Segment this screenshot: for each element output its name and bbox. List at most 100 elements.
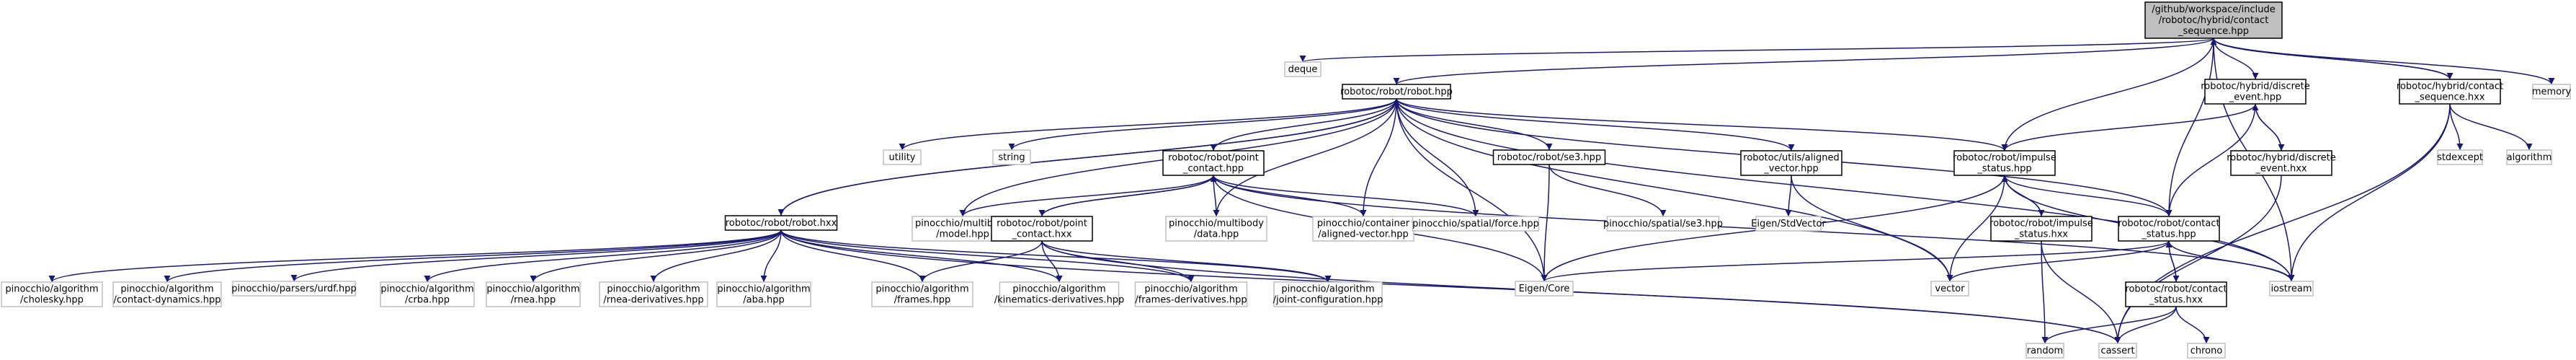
node-label-line: Eigen/StdVector [1751, 219, 1826, 229]
edge-robot_hxx-to-pin_crba [424, 229, 782, 283]
edge-point_contact_hxx-to-pin_joint_config [1041, 240, 1332, 283]
node-label-line: iostream [2270, 284, 2312, 294]
edge-robot_hpp-to-pin_force [1396, 98, 1479, 217]
edge-contact_seq_hxx-to-stdexcept [2449, 103, 2464, 151]
edge-group [2288, 103, 2451, 282]
node-pin-frames: pinocchio/algorithm/frames.hpp [871, 281, 973, 307]
node-deque: deque [1284, 61, 1322, 77]
edge-root-to-memory [2213, 38, 2555, 85]
node-root[interactable]: /github/workspace/include/robotoc/hybrid… [2144, 1, 2283, 39]
edge-contact_seq_hxx-to-iostream [2288, 103, 2451, 282]
node-box [1165, 216, 1267, 242]
node-eigen-core: Eigen/Core [1515, 281, 1574, 297]
edge-group [2001, 103, 2256, 152]
edge-discrete_event_hpp-to-impulse_status_hpp [2001, 103, 2256, 152]
node-box [2532, 84, 2571, 100]
node-pin-rnea-deriv: pinocchio/algorithm/rnea-derivatives.hpp [599, 281, 708, 307]
edge-robot_hxx-to-pin_cholesky [48, 229, 782, 283]
edge-group [2114, 175, 2282, 344]
node-impulse-status-hpp[interactable]: robotoc/robot/impulse_status.hpp [1953, 150, 2056, 176]
edge-group [2004, 175, 2172, 217]
node-box [2118, 216, 2220, 242]
node-box [2269, 281, 2314, 297]
edge-group [760, 229, 782, 283]
node-box [2144, 1, 2283, 39]
node-label-line: robotoc/robot/impulse [1989, 219, 2093, 229]
node-impulse-status-hxx[interactable]: robotoc/robot/impulse_status.hxx [1989, 216, 2093, 242]
node-label-line: pinocchio/algorithm [5, 284, 98, 295]
node-box [1273, 281, 1383, 307]
edge-robot_hpp-to-aligned_vector_hpp [1396, 98, 1795, 152]
node-label-line: /kinematics-derivatives.hpp [994, 295, 1125, 306]
node-box [871, 281, 973, 307]
node-string: string [992, 149, 1031, 165]
edge-point_contact_hxx-to-pin_frames [919, 240, 1043, 283]
node-label-line: cassert [2100, 346, 2134, 356]
node-label-line: _vector.hpp [1763, 164, 1818, 175]
node-memory: memory [2532, 84, 2571, 100]
edge-robot_hxx-to-pin_contact_dyn [164, 229, 782, 283]
edge-robot_hpp-to-vector [1396, 98, 1953, 282]
node-label-line: _status.hxx [2014, 229, 2069, 240]
node-point-contact-hxx[interactable]: robotoc/robot/point_contact.hxx [991, 216, 1093, 242]
node-chrono: chrono [2187, 343, 2226, 359]
node-contact-status-hpp[interactable]: robotoc/robot/contact_status.hpp [2118, 216, 2220, 242]
node-cassert: cassert [2098, 343, 2137, 359]
node-label-line: /aba.hpp [743, 295, 784, 306]
node-discrete-event-hpp[interactable]: robotoc/hybrid/discrete_event.hpp [2201, 79, 2310, 105]
node-label-line: pinocchio/spatial/se3.hpp [1603, 219, 1723, 229]
edge-contact_status_hxx-to-random [2041, 306, 2177, 344]
node-label-line: pinocchio/container [1317, 219, 1410, 229]
edge-group [290, 229, 782, 282]
node-box [991, 216, 1093, 242]
node-eigen-stdvector: Eigen/StdVector [1751, 216, 1827, 232]
node-contact-status-hxx[interactable]: robotoc/robot/contact_status.hxx [2125, 281, 2227, 307]
node-label-line: robotoc/hybrid/discrete [2227, 153, 2336, 164]
edge-impulse_status_hpp-to-contact_status_hpp [2004, 175, 2172, 217]
node-contact-seq-hxx[interactable]: robotoc/hybrid/contact_sequence.hxx [2397, 79, 2503, 105]
node-box [112, 281, 222, 307]
edge-group [1041, 175, 1217, 217]
node-label-line: robotoc/hybrid/discrete [2201, 82, 2310, 92]
node-box [716, 281, 811, 307]
node-box [1284, 61, 1322, 77]
node-pin-urdf: pinocchio/parsers/urdf.hpp [231, 281, 357, 297]
node-label-line: /cholesky.hpp [20, 295, 84, 306]
edge-group [1396, 98, 2295, 282]
edge-group [1393, 38, 2214, 85]
node-label-line: string [998, 152, 1025, 163]
edge-group [1300, 38, 2214, 63]
edge-robot_hxx-to-pin_aba [760, 229, 782, 283]
edge-robot_hxx-to-pin_frames_deriv [780, 229, 1195, 283]
node-label-line: /rnea.hpp [511, 295, 556, 306]
node-robot-hxx[interactable]: robotoc/robot/robot.hxx [724, 215, 838, 231]
node-pin-frames-deriv: pinocchio/algorithm/frames-derivatives.h… [1134, 281, 1248, 307]
node-label-line: algorithm [2507, 152, 2552, 163]
edge-group [2449, 103, 2533, 151]
node-label-line: robotoc/robot/point [997, 219, 1087, 229]
node-label-line: robotoc/robot/se3.hpp [1497, 152, 1601, 163]
node-box [1492, 149, 1606, 165]
edge-robot_hpp-to-utility [899, 98, 1397, 151]
node-discrete-event-hxx[interactable]: robotoc/hybrid/discrete_event.hxx [2227, 150, 2336, 176]
node-pin-aligned-vector: pinocchio/container/aligned-vector.hpp [1312, 216, 1414, 242]
node-label-line: robotoc/robot/contact [2125, 284, 2227, 295]
node-pin-cholesky: pinocchio/algorithm/cholesky.hpp [1, 281, 103, 307]
edge-point_contact_hpp-to-pin_aligned_vector [1213, 175, 1367, 217]
edge-group [530, 229, 782, 283]
node-aligned-vector-hpp[interactable]: robotoc/utils/aligned_vector.hpp [1740, 150, 1842, 176]
edge-group [1396, 98, 1553, 151]
node-box [599, 281, 708, 307]
node-pin-kin-deriv: pinocchio/algorithm/kinematics-derivativ… [994, 281, 1125, 307]
node-label-line: Eigen/Core [1519, 284, 1570, 294]
edge-group [919, 240, 1043, 283]
node-robot-hpp[interactable]: robotoc/robot/robot.hpp [1340, 84, 1453, 100]
node-box [999, 281, 1120, 307]
node-point-contact-hpp[interactable]: robotoc/robot/point_contact.hpp [1162, 150, 1265, 176]
edge-group [2001, 175, 2042, 217]
node-se3-hpp[interactable]: robotoc/robot/se3.hpp [1492, 149, 1606, 165]
edge-group [1396, 98, 1953, 282]
edge-group [1946, 175, 2005, 282]
node-box [2437, 149, 2483, 165]
edge-group [1396, 98, 1795, 152]
